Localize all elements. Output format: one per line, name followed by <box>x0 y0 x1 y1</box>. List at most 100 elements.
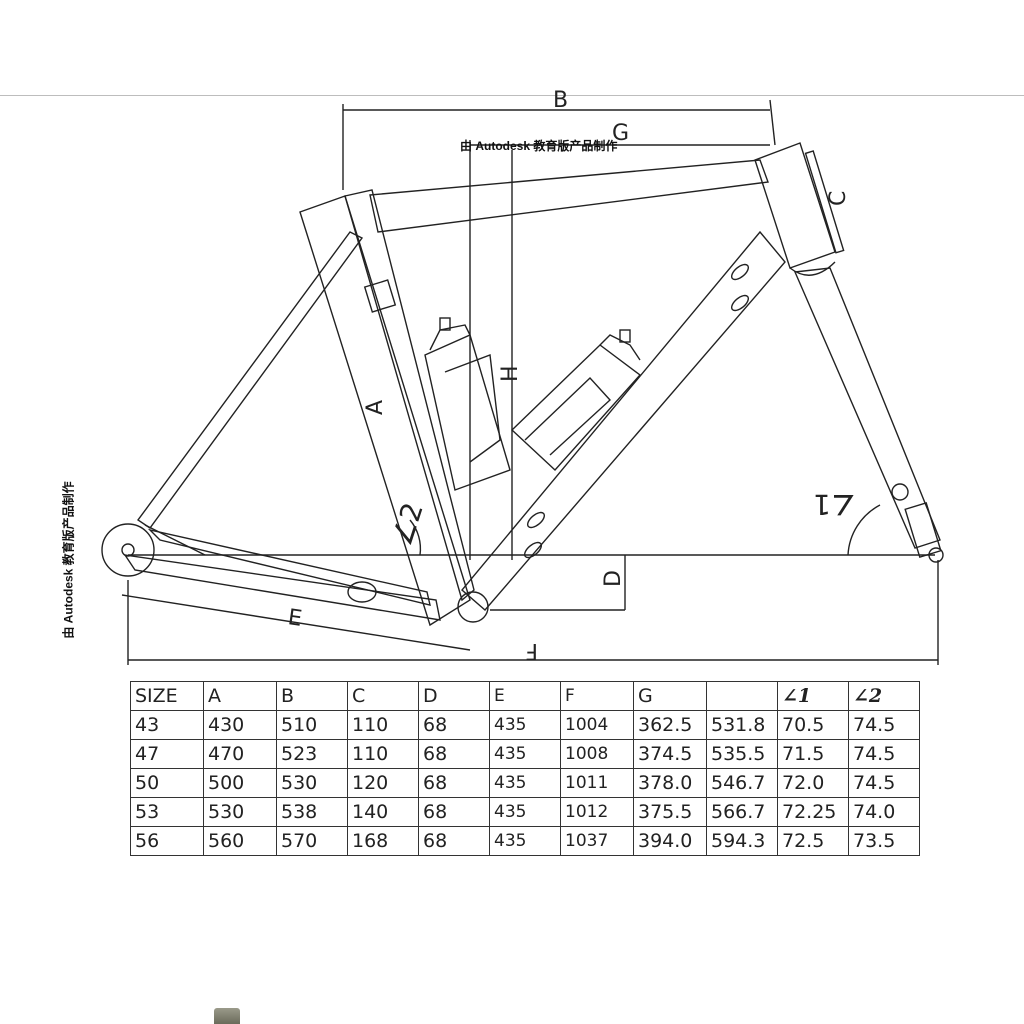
chain-stay-bridge <box>347 581 377 603</box>
bottom-bracket <box>457 591 489 623</box>
table-cell: 68 <box>418 826 490 856</box>
dim-b-ext-right <box>769 99 776 146</box>
table-cell: 168 <box>347 826 419 856</box>
table-cell: 560 <box>203 826 277 856</box>
table-cell: 68 <box>418 768 490 798</box>
table-cell: 435 <box>489 710 561 740</box>
top-tube <box>369 159 769 233</box>
table-cell: 56 <box>130 826 204 856</box>
table-cell: 74.5 <box>848 768 920 798</box>
header-cell: D <box>418 681 490 711</box>
table-cell: 74.5 <box>848 739 920 769</box>
table-cell: 70.5 <box>777 710 849 740</box>
angle2-arc <box>409 519 422 556</box>
table-cell: 120 <box>347 768 419 798</box>
size-spec-table: SIZE A B C D E F G ∠1 ∠2 43 430 510 110 … <box>130 681 920 856</box>
table-cell: 1012 <box>560 797 634 827</box>
table-cell: 470 <box>203 739 277 769</box>
label-h: H <box>498 365 523 382</box>
header-cell: F <box>560 681 634 711</box>
table-cell: 374.5 <box>633 739 707 769</box>
table-cell: 594.3 <box>706 826 778 856</box>
water-bottle-1 <box>424 317 511 491</box>
table-cell: 43 <box>130 710 204 740</box>
table-cell: 72.25 <box>777 797 849 827</box>
chain-stay-top <box>147 528 431 606</box>
label-f: F <box>525 638 538 663</box>
table-row: 50 500 530 120 68 435 1011 378.0 546.7 7… <box>130 768 920 798</box>
table-cell: 546.7 <box>706 768 778 798</box>
dim-e-line <box>121 594 471 651</box>
label-angle1: ∠1 <box>813 488 856 521</box>
bottle-boss-1 <box>730 263 750 281</box>
table-cell: 53 <box>130 797 204 827</box>
table-cell: 71.5 <box>777 739 849 769</box>
label-b: B <box>553 88 568 113</box>
header-cell: E <box>489 681 561 711</box>
table-header-row: SIZE A B C D E F G ∠1 ∠2 <box>130 681 920 711</box>
table-cell: 530 <box>203 797 277 827</box>
header-cell <box>706 681 778 711</box>
head-tube-bottom <box>789 261 836 276</box>
table-cell: 140 <box>347 797 419 827</box>
down-tube <box>461 230 786 611</box>
header-cell: SIZE <box>130 681 204 711</box>
watermark-top: 由 Autodesk 教育版产品制作 <box>460 139 618 153</box>
bottle-boss-4 <box>523 541 543 559</box>
table-cell: 523 <box>276 739 348 769</box>
table-row: 43 430 510 110 68 435 1004 362.5 531.8 7… <box>130 710 920 740</box>
water-bottle-2 <box>510 329 642 471</box>
header-cell: ∠2 <box>848 681 920 711</box>
table-cell: 530 <box>276 768 348 798</box>
seat-clamp-band <box>363 279 397 313</box>
table-cell: 566.7 <box>706 797 778 827</box>
table-cell: 1011 <box>560 768 634 798</box>
partial-object-image <box>214 1008 240 1024</box>
label-g: G <box>612 121 629 146</box>
table-cell: 538 <box>276 797 348 827</box>
watermark-side: 由 Autodesk 教育版产品制作 <box>61 481 76 639</box>
rear-axle <box>121 543 135 557</box>
table-cell: 110 <box>347 739 419 769</box>
header-cell: A <box>203 681 277 711</box>
head-tube <box>754 142 836 269</box>
table-cell: 435 <box>489 797 561 827</box>
table-cell: 73.5 <box>848 826 920 856</box>
table-row: 47 470 523 110 68 435 1008 374.5 535.5 7… <box>130 739 920 769</box>
header-cell: ∠1 <box>777 681 849 711</box>
table-cell: 535.5 <box>706 739 778 769</box>
table-cell: 68 <box>418 797 490 827</box>
header-cell: C <box>347 681 419 711</box>
table-cell: 435 <box>489 768 561 798</box>
fork-brake-mount <box>891 483 909 501</box>
table-cell: 1037 <box>560 826 634 856</box>
label-a: A <box>363 400 388 415</box>
bottle-boss-2 <box>730 294 750 312</box>
table-cell: 68 <box>418 739 490 769</box>
rear-dropout <box>101 523 155 577</box>
header-cell: B <box>276 681 348 711</box>
table-cell: 110 <box>347 710 419 740</box>
chain-stay <box>123 554 441 621</box>
table-cell: 1004 <box>560 710 634 740</box>
table-cell: 430 <box>203 710 277 740</box>
table-cell: 72.5 <box>777 826 849 856</box>
label-c: C <box>826 191 851 206</box>
table-cell: 74.0 <box>848 797 920 827</box>
table-row: 56 560 570 168 68 435 1037 394.0 594.3 7… <box>130 826 920 856</box>
angle1-arc <box>847 504 881 556</box>
table-cell: 500 <box>203 768 277 798</box>
seat-tube <box>299 195 471 627</box>
dim-c-bracket <box>804 150 845 254</box>
table-cell: 74.5 <box>848 710 920 740</box>
top-rule <box>0 95 1024 96</box>
fork-dropout <box>904 502 942 558</box>
table-cell: 47 <box>130 739 204 769</box>
label-e: E <box>286 605 303 632</box>
header-cell: G <box>633 681 707 711</box>
table-cell: 1008 <box>560 739 634 769</box>
label-d: D <box>601 570 626 587</box>
bottle-boss-3 <box>526 511 546 529</box>
table-cell: 50 <box>130 768 204 798</box>
